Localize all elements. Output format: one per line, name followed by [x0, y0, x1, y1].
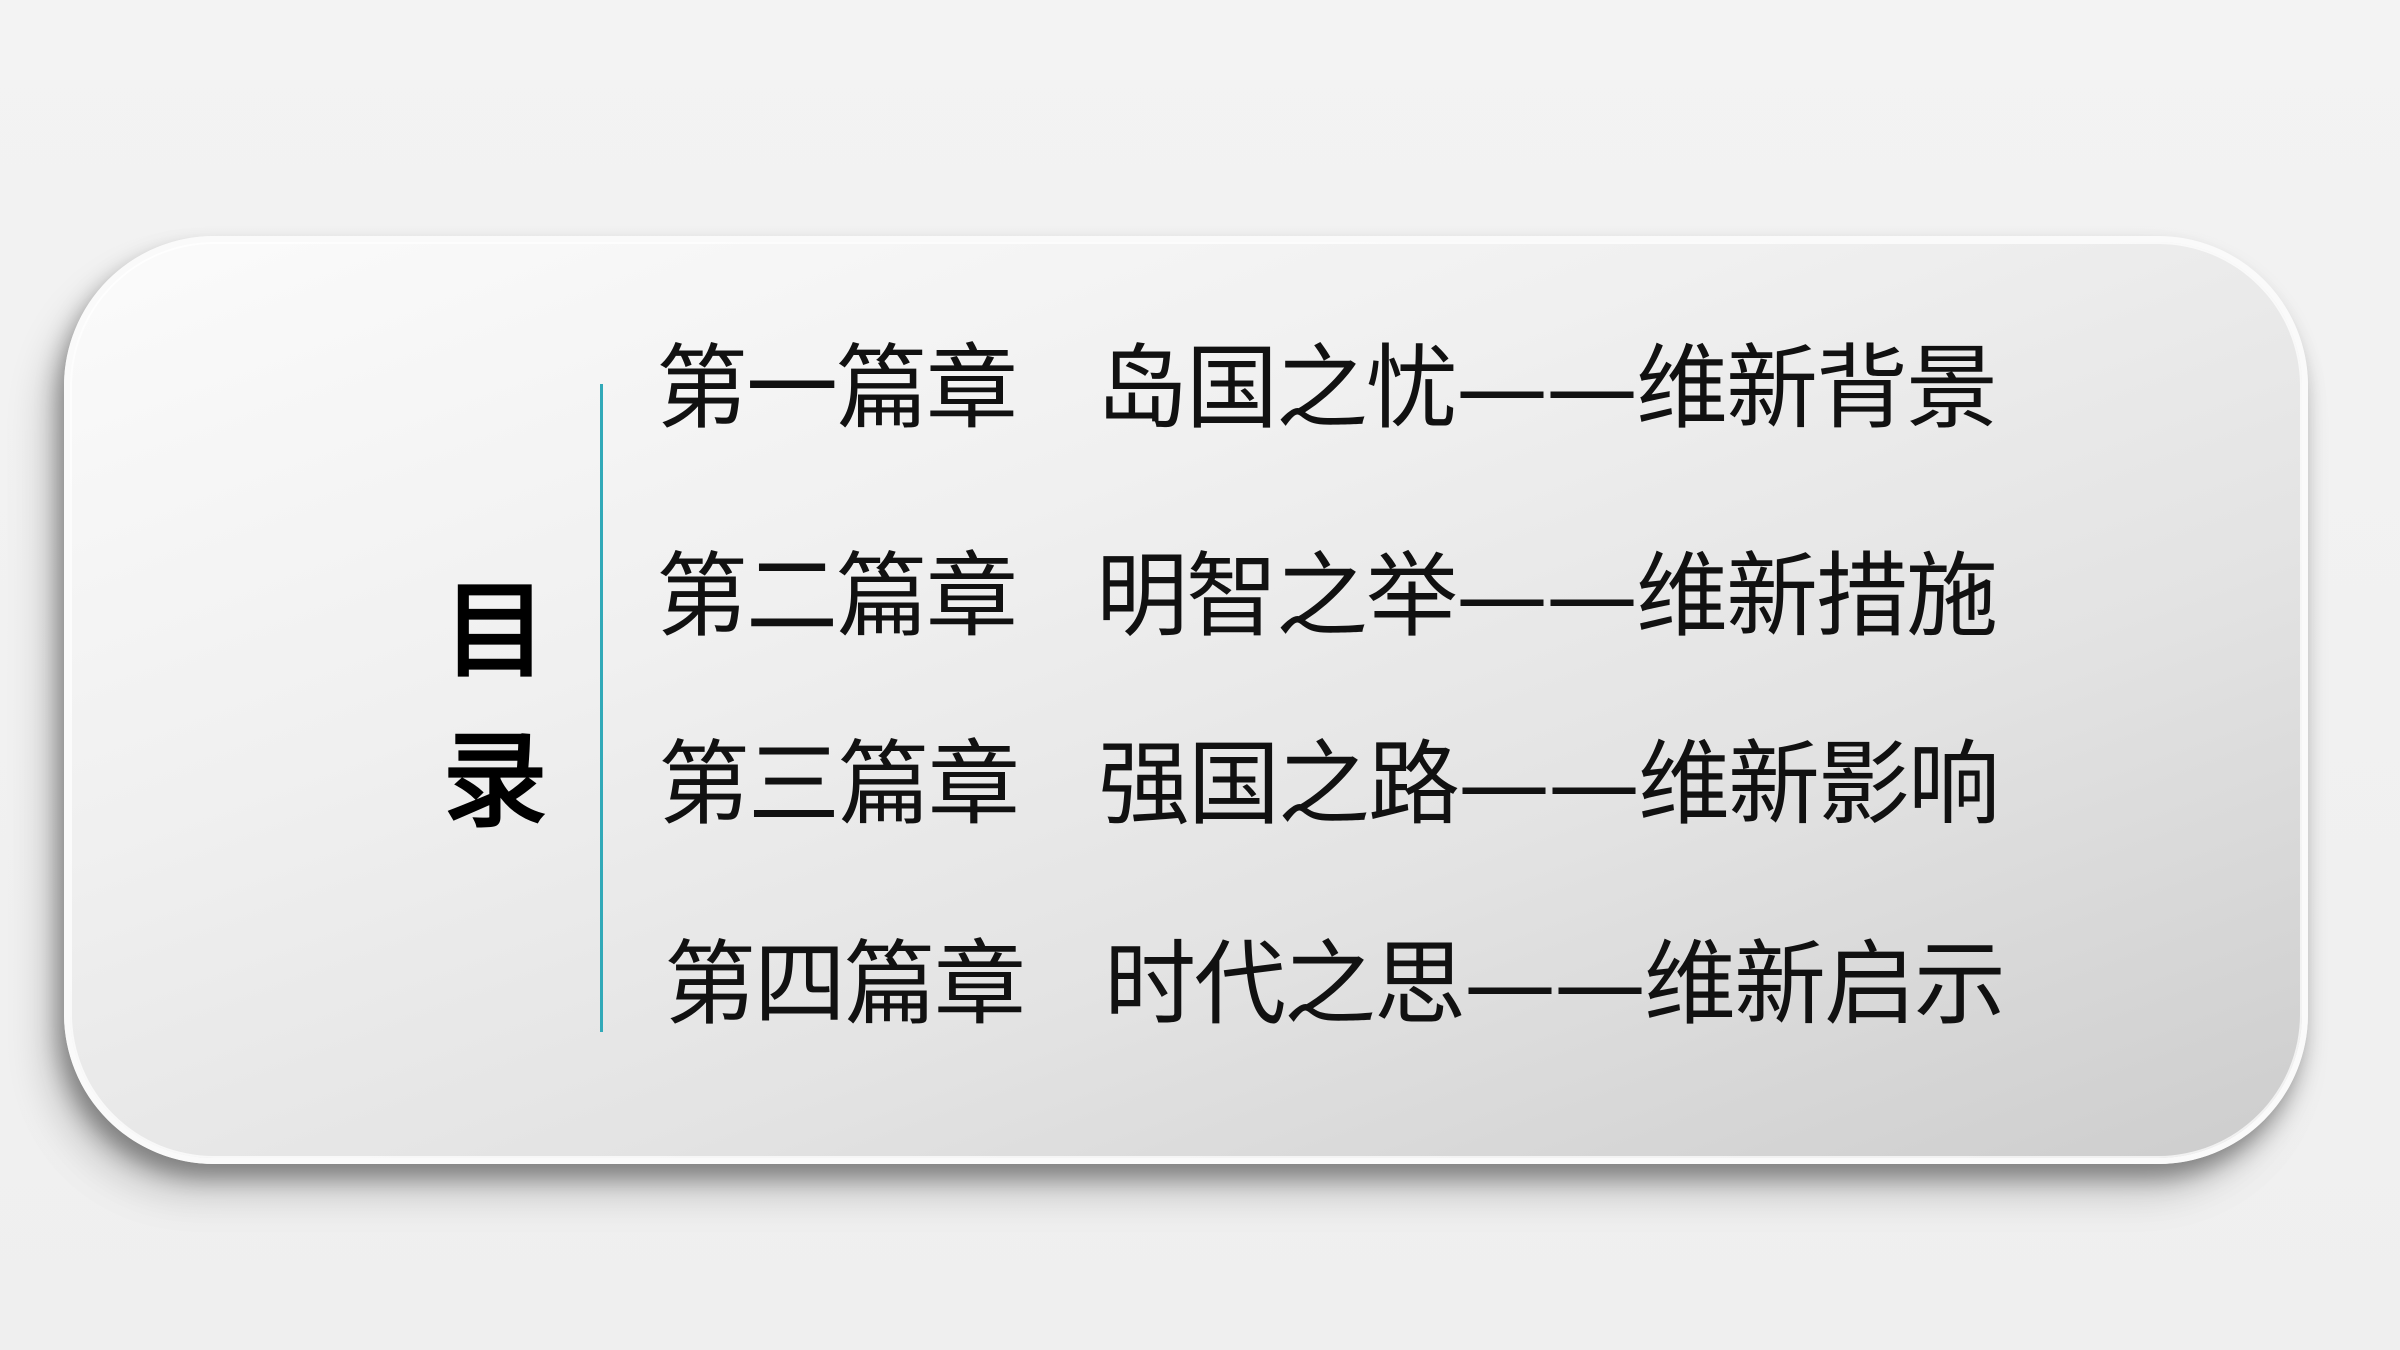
- toc-item-topic: 岛国之忧——维新背景: [1096, 335, 1998, 442]
- toc-item-3[interactable]: 第三篇章强国之路——维新影响: [658, 730, 2000, 840]
- toc-item-4[interactable]: 第四篇章时代之思——维新启示: [664, 930, 2006, 1040]
- toc-item-chapter: 第三篇章: [658, 731, 1020, 838]
- vertical-divider: [600, 384, 603, 1032]
- toc-title-char-2: 录: [442, 720, 547, 842]
- toc-item-chapter: 第四篇章: [664, 931, 1026, 1038]
- toc-item-chapter: 第二篇章: [656, 543, 1018, 650]
- toc-item-topic: 强国之路——维新影响: [1098, 731, 2000, 838]
- toc-title: 目 录: [440, 556, 550, 856]
- toc-item-2[interactable]: 第二篇章明智之举——维新措施: [656, 542, 1998, 652]
- toc-title-char-1: 目: [442, 570, 547, 692]
- toc-item-1[interactable]: 第一篇章岛国之忧——维新背景: [656, 334, 1998, 444]
- toc-item-chapter: 第一篇章: [656, 335, 1018, 442]
- toc-item-topic: 明智之举——维新措施: [1096, 543, 1998, 650]
- toc-card: [64, 236, 2308, 1164]
- toc-item-topic: 时代之思——维新启示: [1104, 931, 2006, 1038]
